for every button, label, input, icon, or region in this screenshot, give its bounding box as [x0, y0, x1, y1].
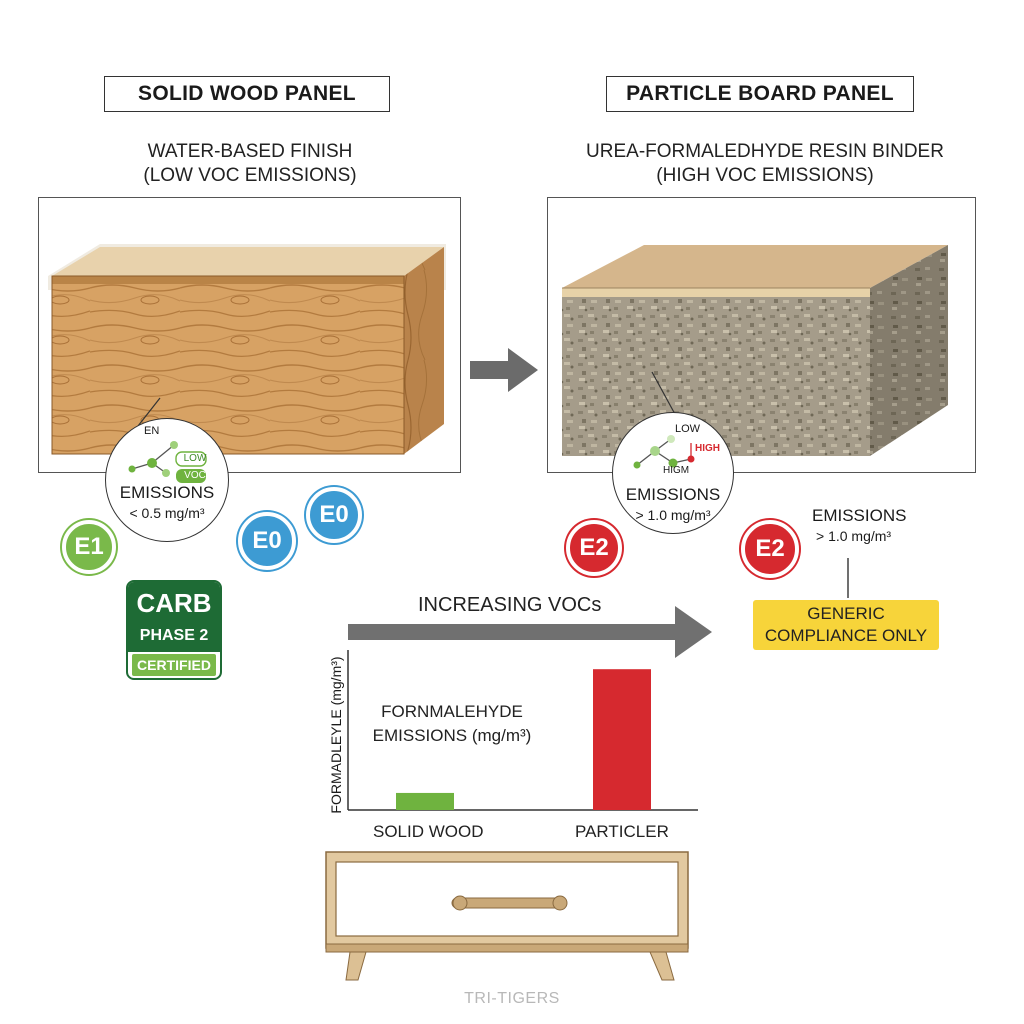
e0-badge-1: E0 [238, 512, 296, 570]
side-emissions-label: EMISSIONS [812, 506, 907, 525]
solid-wood-molecule-text-1: EN [144, 425, 160, 437]
particle-board-title: PARTICLE BOARD PANEL [606, 76, 914, 112]
solid-wood-emissions-callout: EN LOW VOC EMISSIONS < 0.5 mg/m³ [105, 418, 229, 542]
solid-wood-subtitle-line1: WATER-BASED FINISH [147, 141, 353, 162]
chart-bar-solid-wood [396, 792, 454, 810]
particle-board-subtitle-line1: UREA-FORMALEDHYDE RESIN BINDER [586, 141, 944, 162]
chart-title-line2: EMISSIONS (mg/m³) [372, 726, 532, 745]
chart-title-line1: FORNMALEHYDE [381, 702, 523, 721]
e0-badge-2: E0 [306, 487, 362, 543]
compliance-line2: COMPLIANCE ONLY [764, 626, 928, 645]
formaldehyde-bar-chart [347, 650, 698, 811]
solid-wood-title: SOLID WOOD PANEL [104, 76, 390, 112]
particle-board-emissions-value: > 1.0 mg/m³ [635, 507, 711, 523]
chart-y-axis-label: FORMADLEYLE (mg/m³) [328, 656, 344, 814]
particle-board-subtitle-line2: (HIGH VOC EMISSIONS) [656, 165, 874, 186]
solid-wood-molecule-text-3: VOC [184, 470, 206, 481]
solid-wood-block [48, 244, 446, 455]
chart-category-particler: PARTICLER [575, 822, 669, 841]
side-emissions-value: > 1.0 mg/m³ [816, 528, 892, 544]
solid-wood-subtitle-line2: (LOW VOC EMISSIONS) [143, 165, 357, 186]
high-voc-molecule-icon [633, 435, 695, 469]
increasing-voc-arrow [348, 606, 712, 658]
particle-board-molecule-text-3: HIGM [663, 465, 690, 476]
compliance-line1: GENERIC [807, 604, 885, 623]
increasing-vocs-label: INCREASING VOCs [418, 594, 602, 616]
generic-compliance-box: GENERIC COMPLIANCE ONLY [753, 600, 939, 650]
chart-bar-particler [593, 669, 651, 810]
particle-board-molecule-text-2: HIGH [695, 443, 720, 454]
particle-board-molecule-text-1: LOW [675, 423, 701, 435]
e2-badge-1: E2 [566, 520, 622, 576]
carb-label: CARB [128, 582, 220, 622]
chart-category-solid-wood: SOLID WOOD [373, 822, 484, 841]
particle-board-block [562, 245, 948, 456]
carb-certified-label: CERTIFIED [132, 654, 216, 676]
carb-phase-label: PHASE 2 [128, 622, 220, 652]
e1-badge: E1 [62, 520, 116, 574]
solid-wood-subtitle: WATER-BASED FINISH (LOW VOC EMISSIONS) [100, 140, 400, 188]
low-voc-molecule-icon [128, 441, 207, 483]
chart-title: FORNMALEHYDE EMISSIONS (mg/m³) [362, 700, 542, 748]
furniture-cabinet-illustration [325, 851, 689, 981]
footer-watermark: TRI-TIGERS [464, 990, 560, 1007]
drawer-handle-icon [451, 897, 567, 909]
carb-phase2-certified-badge: CARB PHASE 2 CERTIFIED [126, 580, 222, 680]
particle-board-emissions-callout: LOW HIGH HIGM EMISSIONS > 1.0 mg/m³ [612, 412, 734, 534]
panel-transition-arrow [470, 348, 538, 392]
particle-board-emissions-label: EMISSIONS [625, 485, 721, 504]
e2-badge-2: E2 [741, 520, 799, 578]
solid-wood-emissions-value: < 0.5 mg/m³ [129, 505, 205, 521]
particle-board-subtitle: UREA-FORMALEDHYDE RESIN BINDER (HIGH VOC… [580, 140, 950, 188]
solid-wood-molecule-text-2: LOW [183, 453, 207, 464]
solid-wood-emissions-label: EMISSIONS [119, 483, 215, 502]
